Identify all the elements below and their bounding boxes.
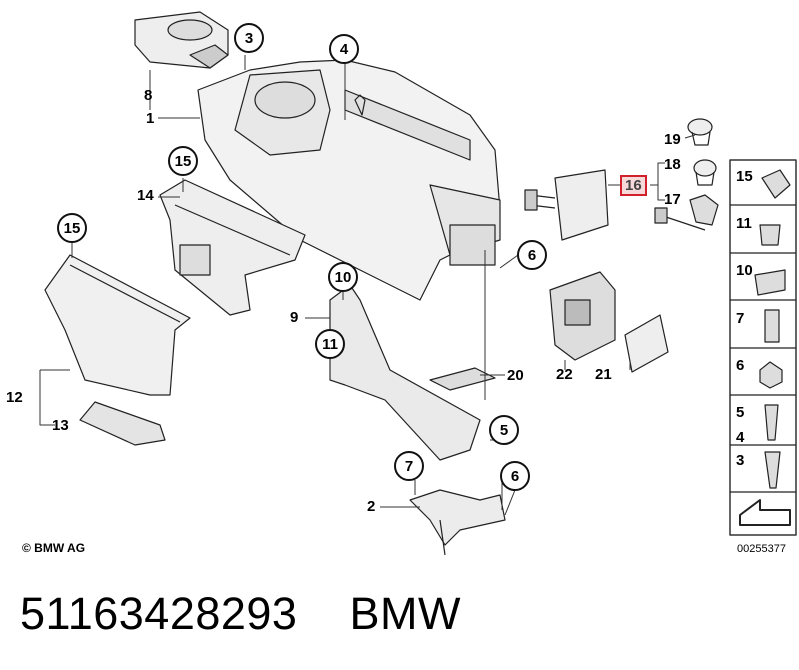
copyright-notice: © BMW AG [22, 541, 86, 555]
callout-8: 8 [144, 87, 153, 104]
legend-4: 4 [736, 429, 745, 446]
callout-6-console: 6 [517, 240, 547, 270]
legend-5: 5 [736, 404, 745, 421]
legend-10: 10 [736, 262, 753, 279]
usb-aux-module-drawing [549, 271, 669, 373]
part-number: 51163428293 [20, 588, 298, 639]
exploded-view-drawing [39, 11, 797, 556]
legend-11: 11 [736, 215, 752, 232]
callout-4: 4 [329, 34, 359, 64]
cupholder-insert-drawing [134, 11, 229, 69]
legend-7: 7 [736, 310, 745, 327]
callout-15-bin: 15 [57, 213, 87, 243]
legend-3: 3 [736, 452, 745, 469]
insert-mat-drawing [79, 401, 166, 446]
callout-20: 20 [507, 367, 524, 384]
lighter-socket-drawing [654, 118, 719, 231]
diagram-id: 00255377 [737, 543, 786, 555]
callout-3: 3 [234, 23, 264, 53]
part-caption: 51163428293 BMW [20, 588, 461, 640]
callout-13: 13 [52, 417, 69, 434]
storage-bin-drawing [44, 254, 191, 396]
callout-11: 11 [315, 329, 345, 359]
fastener-legend-box [729, 159, 797, 536]
parts-diagram: 8 1 3 4 15 14 15 12 13 10 9 11 20 6 5 7 … [6, 11, 797, 556]
center-console-drawing [197, 59, 501, 301]
brand-name: BMW [349, 588, 461, 639]
callout-6-bracket: 6 [500, 461, 530, 491]
mounting-bracket-drawing [329, 284, 506, 556]
callout-10: 10 [328, 262, 358, 292]
callout-5: 5 [489, 415, 519, 445]
callout-9: 9 [290, 309, 299, 326]
callout-21: 21 [595, 366, 612, 383]
callout-15-tray: 15 [168, 146, 198, 176]
callout-1: 1 [146, 110, 155, 127]
legend-15: 15 [736, 168, 753, 185]
callout-2: 2 [367, 498, 376, 515]
callout-18: 18 [664, 156, 681, 173]
callout-7: 7 [394, 451, 424, 481]
callout-12: 12 [6, 389, 23, 406]
storage-tray-drawing [159, 179, 306, 316]
callout-19: 19 [664, 131, 681, 148]
callout-17: 17 [664, 191, 681, 208]
callout-22: 22 [556, 366, 573, 383]
legend-6: 6 [736, 357, 745, 374]
callout-16-highlighted: 16 [620, 175, 647, 196]
socket-cover-drawing [524, 169, 609, 241]
callout-14: 14 [137, 187, 154, 204]
